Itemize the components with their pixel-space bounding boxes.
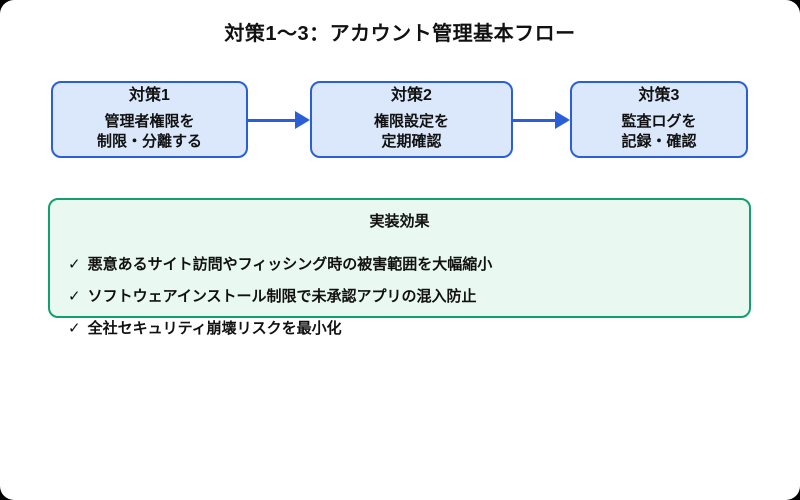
step-1-desc-line2: 制限・分離する (96, 133, 202, 150)
step-2-label: 対策2 (391, 87, 432, 104)
step-3-desc-line1: 監査ログを (621, 113, 697, 130)
effect-item: ✓ ソフトウェアインストール制限で未承認アプリの混入防止 (68, 287, 731, 307)
step-3-label: 対策3 (638, 87, 680, 104)
effects-list: ✓ 悪意あるサイト訪問やフィッシング時の被害範囲を大幅縮小 ✓ ソフトウェアイン… (68, 255, 731, 339)
flow-step-1: 対策1 管理者権限を 制限・分離する (51, 81, 248, 158)
effect-item-text: ソフトウェアインストール制限で未承認アプリの混入防止 (87, 288, 477, 305)
step-3-desc-line2: 記録・確認 (621, 133, 697, 150)
arrow-shaft (248, 118, 295, 122)
flow-step-2: 対策2 権限設定を 定期確認 (310, 81, 513, 158)
diagram-title: 対策1〜3：アカウント管理基本フロー (224, 23, 576, 45)
arrow-head (295, 111, 310, 129)
effect-item-text: 悪意あるサイト訪問やフィッシング時の被害範囲を大幅縮小 (87, 256, 493, 273)
effect-item: ✓ 悪意あるサイト訪問やフィッシング時の被害範囲を大幅縮小 (68, 255, 731, 275)
arrow-shaft (513, 118, 555, 122)
step-1-desc-line1: 管理者権限を (104, 113, 195, 130)
effects-panel: 実装効果 ✓ 悪意あるサイト訪問やフィッシング時の被害範囲を大幅縮小 ✓ ソフト… (48, 198, 751, 337)
effect-item-text: 全社セキュリティ崩壊リスクを最小化 (87, 320, 342, 337)
step-2-desc-line1: 権限設定を (373, 113, 449, 130)
arrow-right-icon (248, 109, 310, 131)
flow-step-3: 対策3 監査ログを 記録・確認 (570, 81, 748, 158)
step-2-desc-line2: 定期確認 (381, 133, 442, 150)
check-icon: ✓ (68, 256, 81, 273)
check-icon: ✓ (68, 320, 81, 337)
step-1-label: 対策1 (129, 87, 170, 104)
effects-panel-title: 実装効果 (369, 213, 430, 230)
check-icon: ✓ (68, 288, 81, 305)
effect-item: ✓ 全社セキュリティ崩壊リスクを最小化 (68, 319, 731, 339)
arrow-right-icon (513, 109, 570, 131)
arrow-head (555, 111, 570, 129)
